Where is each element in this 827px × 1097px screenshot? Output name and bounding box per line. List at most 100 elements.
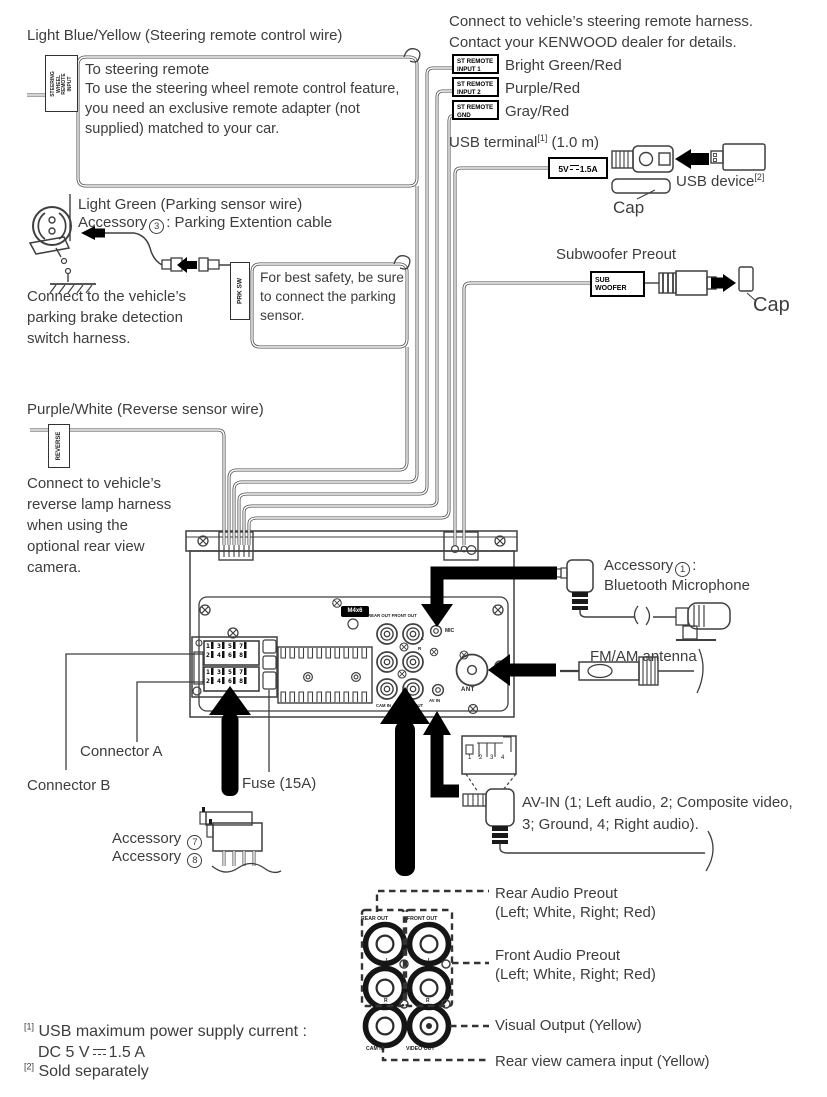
usb-label-length: (1.0 m) (547, 134, 600, 151)
circled-number-3: 3 (149, 218, 165, 234)
accessory-text: Accessory (604, 557, 674, 574)
front-audio-preout-colors: (Left; White, Right; Red) (495, 966, 656, 983)
cluster-l-label: L (428, 958, 432, 964)
panel-r-label: R (418, 646, 422, 651)
reverse-box-label: REVERSE (56, 431, 62, 461)
usb-footnote-ref: [1] (537, 133, 548, 143)
avin-label-line1: AV-IN (1; Left audio, 2; Composite video… (522, 794, 793, 811)
usb-power-volts: 5V (558, 164, 569, 174)
cluster-cam-in-label: CAM IN (366, 1046, 385, 1052)
rear-audio-preout-label: Rear Audio Preout (495, 885, 618, 902)
footnote-1: [1] USB maximum power supply current : (24, 1021, 307, 1042)
subwoofer-box-line: SUB (595, 277, 610, 284)
st-remote-input1-box: ST REMOTE INPUT 1 (452, 54, 499, 74)
connector-pin-row: 2 4 6 8 (206, 650, 245, 659)
steering-callout-line: To use the steering wheel remote control… (85, 81, 400, 97)
reverse-box: REVERSE (48, 424, 70, 468)
steering-callout-line: supplied) matched to your car. (85, 121, 280, 137)
steering-remote-input-box: STEERING WHEEL REMOTE INPUT (45, 55, 78, 112)
usb-label-text: USB terminal (449, 134, 538, 151)
panel-l-label: L (421, 636, 424, 641)
parking-callout-line: For best safety, be sure (260, 270, 404, 285)
st-remote-gnd-wire: Gray/Red (505, 103, 570, 120)
st-remote-box-line: ST REMOTE (457, 81, 494, 88)
accessory-colon: : (692, 557, 697, 574)
usb-cap-label: Cap (613, 198, 645, 217)
circled-number-1: 1 (675, 561, 691, 577)
connector-a-label: Connector A (80, 743, 163, 760)
circled-number-7: 7 (187, 834, 203, 850)
remote-harness-note-2: Contact your KENWOOD dealer for details. (449, 34, 737, 51)
cluster-l-label: L (386, 958, 390, 964)
st-remote-gnd-box: ST REMOTE GND (452, 100, 499, 120)
remote-harness-note-1: Connect to vehicle’s steering remote har… (449, 13, 754, 30)
usb-device-label: USB device[2] (676, 172, 764, 192)
visual-output-label: Visual Output (Yellow) (495, 1017, 642, 1034)
reverse-note-line: Connect to vehicle’s (27, 475, 161, 492)
connector-pin-row: 1 3 5 7 (206, 641, 245, 650)
dc-symbol-icon (569, 164, 579, 172)
usb-device-text: USB device (676, 173, 755, 190)
cluster-r-label: R (384, 998, 388, 1004)
panel-rear-front-out-label: REAR OUT FRONT OUT (368, 613, 417, 618)
bluetooth-microphone-drawing (555, 559, 731, 641)
parking-note-line: Connect to the vehicle’s (27, 288, 186, 305)
avin-inset-pins: 1 2 3 4 (468, 755, 508, 761)
parking-brake-assembly (28, 194, 230, 294)
parking-callout-line: sensor. (260, 308, 305, 323)
connector-b-label: Connector B (27, 777, 111, 794)
reverse-note-line: camera. (27, 559, 82, 576)
fuse-label: Fuse (15A) (242, 775, 317, 792)
steering-box-line: INPUT (66, 76, 73, 91)
steering-callout-title: To steering remote (85, 61, 210, 78)
fm-am-antenna-drawing (560, 648, 704, 694)
accessory-text: Accessory (112, 830, 182, 847)
panel-cam-in-label: CAM IN (376, 702, 391, 708)
footnote-2-marker: [2] (24, 1061, 35, 1072)
front-audio-preout-label: Front Audio Preout (495, 947, 621, 964)
st-remote-box-line: INPUT 2 (457, 88, 481, 96)
preout-jack-cluster (360, 889, 489, 1062)
subwoofer-cap-label: Cap (753, 294, 790, 316)
panel-mic-label: MIC (445, 627, 455, 634)
cluster-r-label: R (426, 998, 430, 1004)
footnote-2: [2] Sold separately (24, 1061, 149, 1082)
st-remote-box-line: ST REMOTE (457, 104, 494, 111)
panel-video-out-label: VIDEO OUT (400, 702, 424, 708)
usb-terminal-label: USB terminal[1] (1.0 m) (449, 133, 599, 153)
steering-wire-label: Light Blue/Yellow (Steering remote contr… (27, 27, 343, 44)
st-remote-box-line: ST REMOTE (457, 58, 494, 65)
footnote-1-marker: [1] (24, 1021, 35, 1032)
parking-note-line: switch harness. (27, 330, 131, 347)
wire-curl (393, 255, 411, 270)
parking-note-line: parking brake detection (27, 309, 183, 326)
st-remote-input2-box: ST REMOTE INPUT 2 (452, 77, 499, 97)
prk-sw-box-label: PRK SW (236, 278, 244, 304)
circled-number-8: 8 (187, 852, 203, 868)
bt-microphone-label: Bluetooth Microphone (604, 577, 750, 594)
connector-pin-row: 2 4 6 8 (206, 676, 245, 685)
m4x6-badge-label: M4x6 (347, 607, 363, 614)
st-remote-input1-wire: Bright Green/Red (505, 57, 622, 74)
cluster-rear-out-label: REAR OUT (361, 916, 389, 922)
wire-curl (403, 48, 421, 63)
avin-label-line2: 3; Ground, 4; Right audio). (522, 816, 699, 833)
usb-power-box: 5V 1.5A (548, 157, 608, 179)
subwoofer-preout-label: Subwoofer Preout (556, 246, 677, 263)
accessory-suffix: : Parking Extention cable (166, 214, 333, 231)
usb-terminal-drawing (611, 143, 766, 200)
accessory-harness-drawing (199, 807, 282, 874)
accessory-8-label: Accessory 8 (112, 847, 204, 868)
fm-am-antenna-label: FM/AM antenna (590, 648, 697, 665)
usb-power-amps: 1.5A (579, 164, 598, 174)
accessory-text: Accessory (78, 214, 148, 231)
usb-device-footnote-ref: [2] (754, 172, 765, 182)
reverse-note-line: optional rear view (27, 538, 145, 555)
subwoofer-preout-drawing (644, 266, 757, 302)
subwoofer-box: SUB WOOFER (590, 271, 645, 297)
